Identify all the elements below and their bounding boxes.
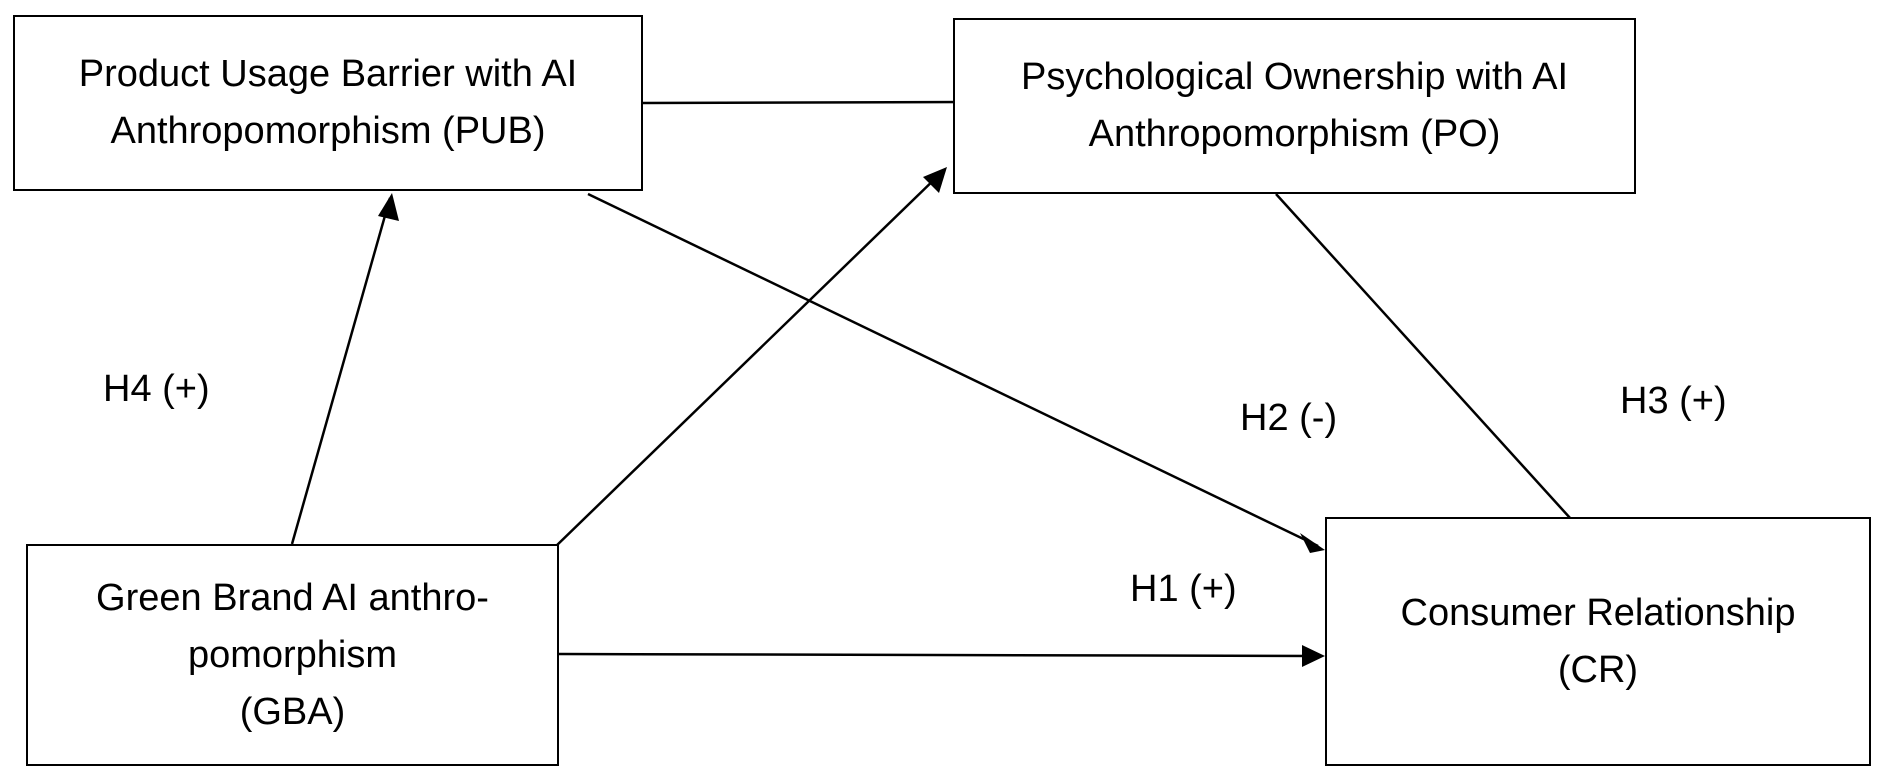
- node-pub-line-1: Product Usage Barrier with AI: [78, 53, 578, 95]
- hypothesis-label-h1: H1 (+): [1130, 568, 1237, 610]
- node-po-line-1: Psychological Ownership with AI: [1020, 56, 1569, 98]
- arrowhead-gba-to-po: [923, 167, 947, 193]
- arrow-gba-to-cr: [558, 652, 1317, 658]
- node-consumer-relationship: Consumer Relationship (CR): [1325, 517, 1871, 766]
- arrowhead-pub-to-cr: [1300, 533, 1325, 553]
- arrowhead-gba-to-cr: [1302, 645, 1325, 667]
- arrow-pub-to-cr: [587, 192, 1319, 548]
- node-gba-line-1: Green Brand AI anthro-: [96, 576, 489, 619]
- node-po-line-2: Anthropomorphism (PO): [1088, 113, 1501, 155]
- hypothesis-label-h4: H4 (+): [103, 368, 210, 410]
- node-cr-line-1: Consumer Relationship: [1400, 591, 1796, 634]
- hypothesis-label-h2: H2 (-): [1240, 397, 1338, 439]
- arrow-gba-to-po: [553, 171, 943, 549]
- node-cr-line-2: (CR): [1557, 648, 1639, 691]
- node-green-brand-ai-anthropomorphism: Green Brand AI anthro- pomorphism (GBA): [26, 544, 559, 766]
- node-pub-line-2: Anthropomorphism (PUB): [110, 110, 546, 152]
- arrow-pub-to-po: [642, 100, 969, 105]
- arrow-po-to-cr: [1275, 193, 1591, 541]
- node-gba-line-2: pomorphism: [187, 633, 398, 676]
- node-psychological-ownership: Psychological Ownership with AI Anthropo…: [953, 18, 1636, 194]
- arrowhead-gba-to-pub: [378, 193, 399, 221]
- node-product-usage-barrier: Product Usage Barrier with AI Anthropomo…: [13, 15, 643, 191]
- hypothesis-label-h3: H3 (+): [1620, 380, 1727, 422]
- arrow-gba-to-pub: [290, 197, 392, 545]
- node-gba-line-3: (GBA): [239, 690, 346, 733]
